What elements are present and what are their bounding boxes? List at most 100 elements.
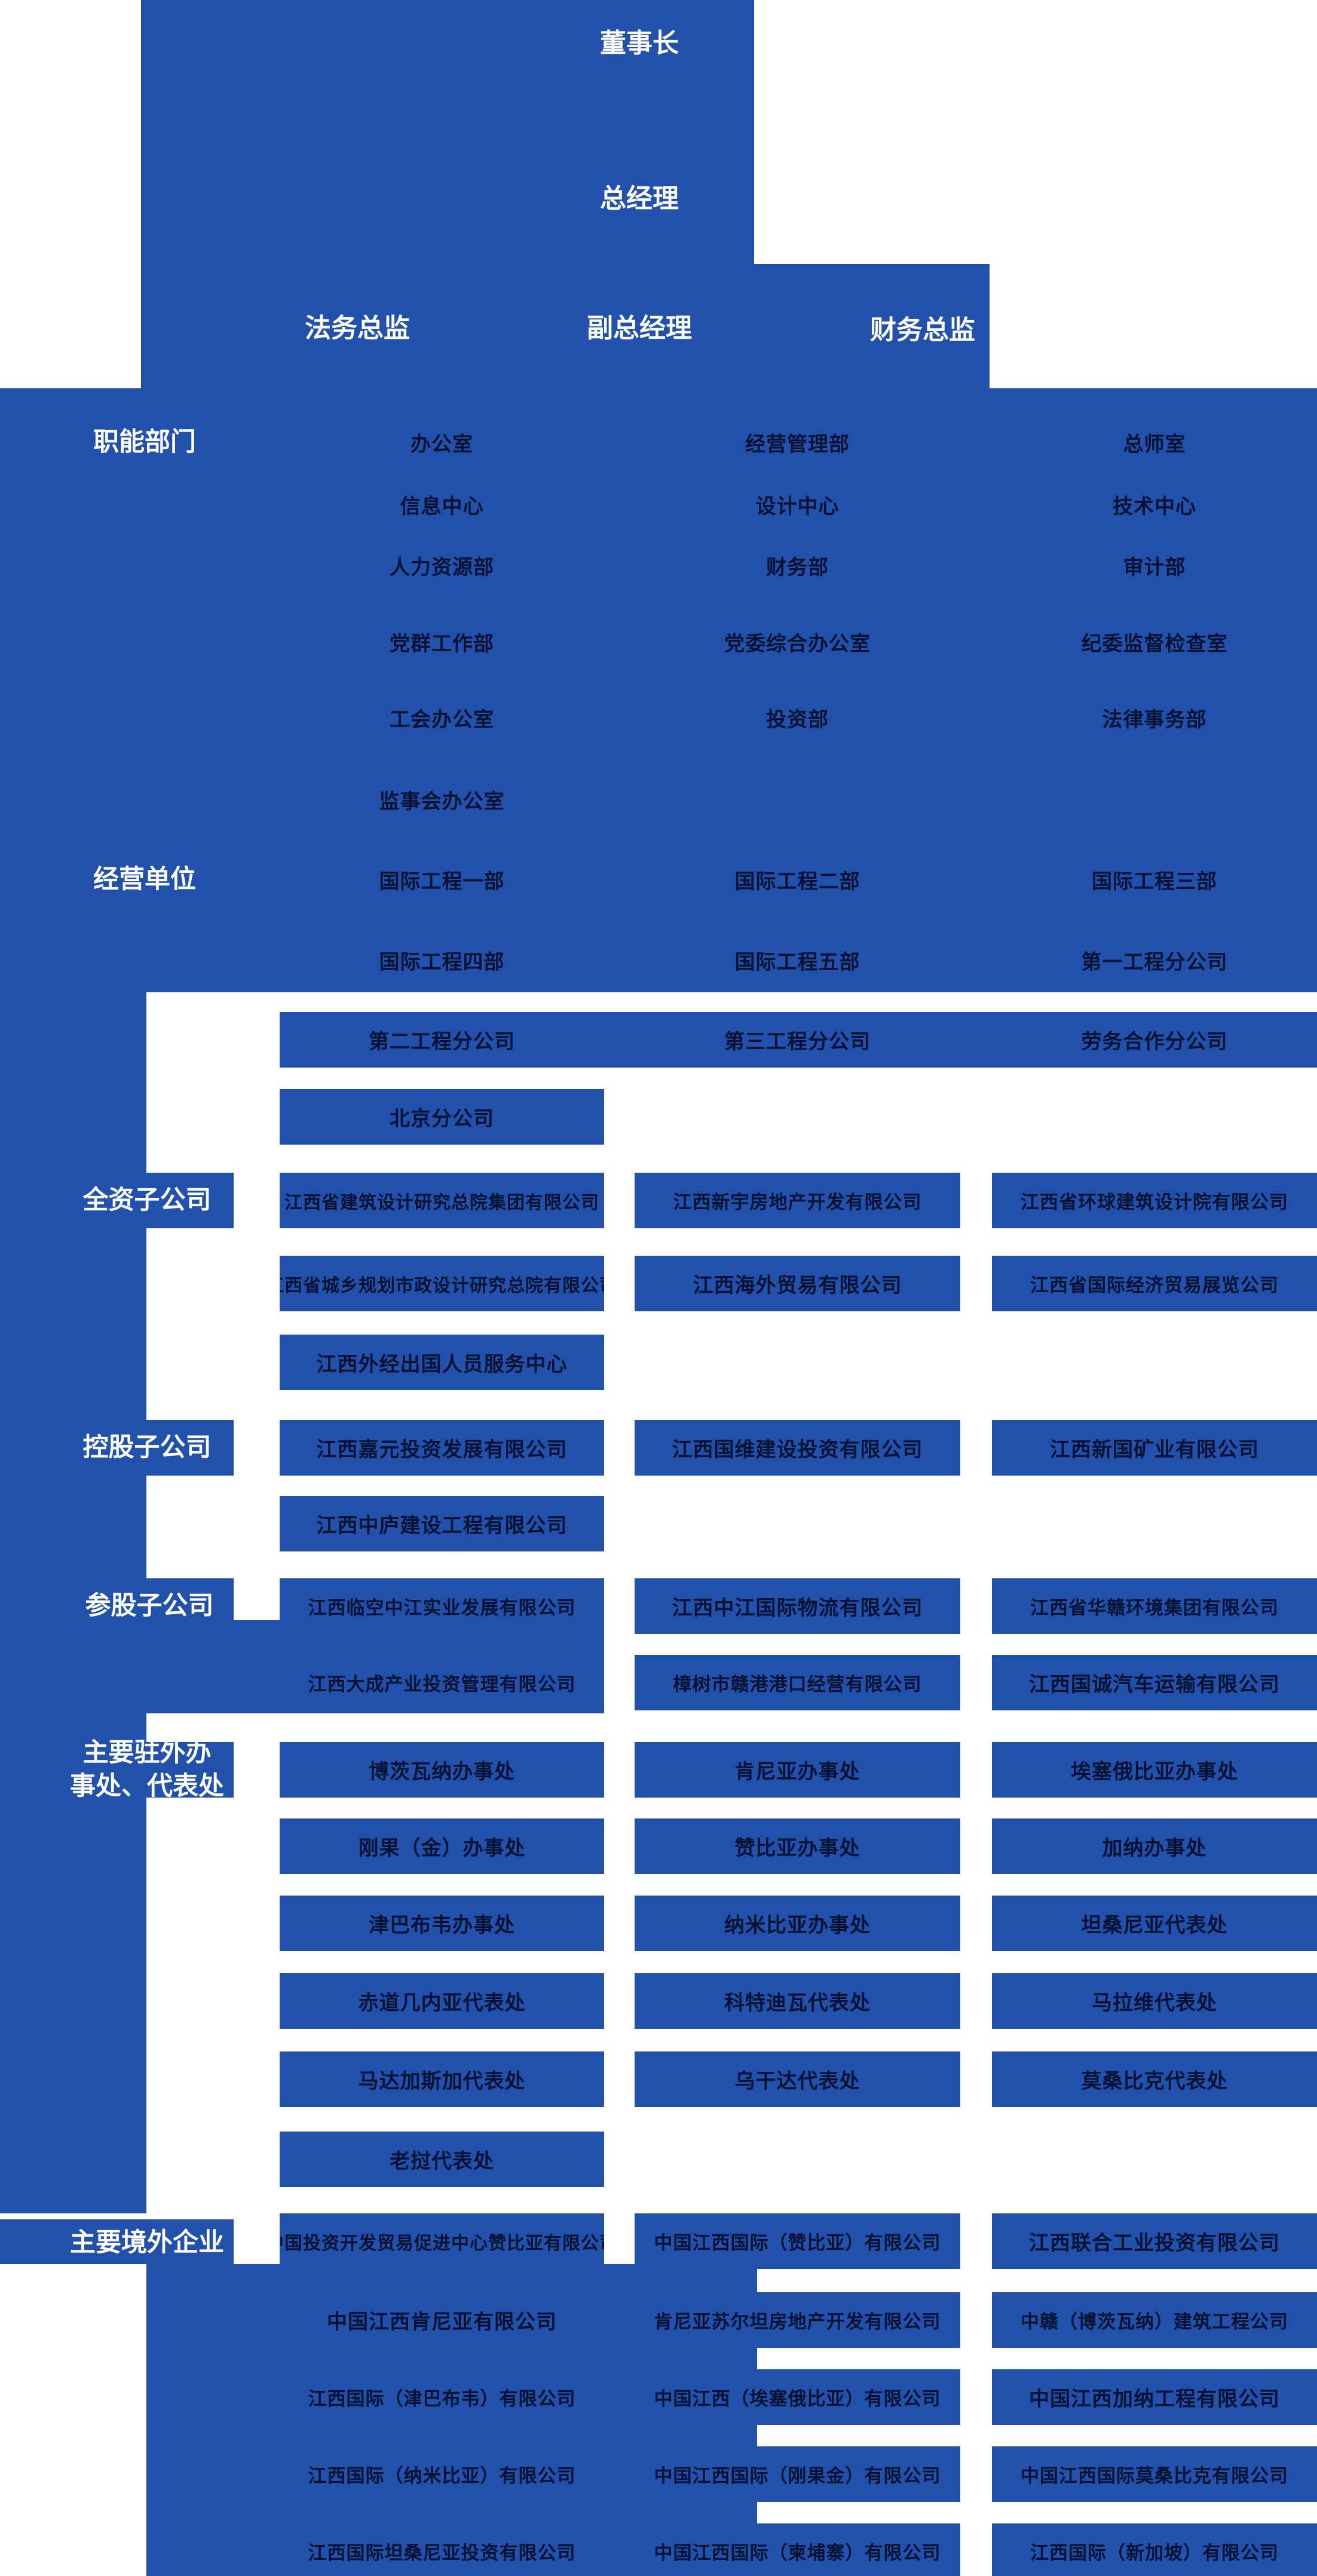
- org-box-label: 江西国际坦桑尼亚投资有限公司: [308, 2543, 576, 2563]
- org-box-label: 中国江西国际（柬埔寨）有限公司: [654, 2543, 941, 2563]
- org-box-business-r3c2: 第三工程分公司: [635, 1012, 960, 1068]
- org-box-label: 法律事务部: [1102, 709, 1207, 731]
- org-box-label: 党委综合办公室: [724, 633, 871, 655]
- org-box-functional-r3c3: 审计部: [992, 538, 1317, 593]
- org-box-overseas-enterprises-r5c1: 江西国际坦桑尼亚投资有限公司: [280, 2523, 604, 2576]
- org-box-minority-stake-r1c3: 江西省华赣环境集团有限公司: [992, 1578, 1317, 1634]
- org-box-overseas-offices-r6c1: 老挝代表处: [280, 2132, 604, 2187]
- org-box-label: 江西中江国际物流有限公司: [672, 1597, 923, 1620]
- org-box-functional-r2c1: 信息中心: [280, 477, 604, 532]
- org-box-label: 总师室: [1123, 433, 1186, 456]
- org-box-label: 设计中心: [755, 495, 840, 518]
- org-box-label: 江西省建筑设计研究总院集团有限公司: [284, 1192, 599, 1213]
- background-panel-6: [146, 1420, 234, 1476]
- org-box-label: 肯尼亚苏尔坦房地产开发有限公司: [654, 2311, 941, 2332]
- section-label-holding: 控股子公司: [82, 1433, 212, 1462]
- org-box-overseas-offices-r5c2: 乌干达代表处: [635, 2051, 960, 2107]
- org-box-business-r1c2: 国际工程二部: [635, 852, 960, 907]
- section-label-line: 事处、代表处: [70, 1772, 224, 1801]
- org-box-holding-r1c1: 江西嘉元投资发展有限公司: [280, 1420, 604, 1476]
- org-box-label: 财务部: [766, 556, 829, 579]
- org-box-label: 江西嘉元投资发展有限公司: [316, 1439, 568, 1461]
- org-box-overseas-offices-r1c2: 肯尼亚办事处: [635, 1742, 960, 1798]
- org-box-label: 马拉维代表处: [1092, 1992, 1217, 2014]
- org-box-overseas-enterprises-r2c1: 中国江西肯尼亚有限公司: [280, 2292, 604, 2348]
- org-box-functional-r4c2: 党委综合办公室: [635, 614, 960, 670]
- org-box-overseas-offices-r4c2: 科特迪瓦代表处: [635, 1973, 960, 2029]
- org-box-overseas-enterprises-r5c3: 江西国际（新加坡）有限公司: [992, 2523, 1317, 2576]
- org-box-label: 技术中心: [1113, 495, 1196, 518]
- org-box-functional-r5c2: 投资部: [635, 690, 960, 746]
- org-box-overseas-offices-r1c3: 埃塞俄比亚办事处: [992, 1742, 1317, 1798]
- section-label-line: 主要驻外办: [82, 1738, 212, 1767]
- org-box-label: 纪委监督检查室: [1081, 633, 1228, 655]
- org-box-label: 江西联合工业投资有限公司: [1029, 2232, 1280, 2255]
- org-box-label: 中国江西加纳工程有限公司: [1029, 2388, 1280, 2411]
- section-label-wholly-owned: 全资子公司: [82, 1186, 212, 1215]
- org-box-label: 党群工作部: [390, 633, 494, 655]
- org-box-label: 中国江西国际（赞比亚）有限公司: [654, 2232, 941, 2253]
- org-box-overseas-offices-r2c2: 赞比亚办事处: [635, 1818, 960, 1874]
- org-box-business-r2c3: 第一工程分公司: [992, 933, 1317, 988]
- org-box-label: 坦桑尼亚代表处: [1081, 1914, 1228, 1937]
- background-panel-9: [0, 2219, 234, 2264]
- org-box-business-r2c2: 国际工程五部: [635, 933, 960, 988]
- org-box-label: 中国江西国际莫桑比克有限公司: [1021, 2465, 1288, 2486]
- org-box-label: 中国江西国际（刚果金）有限公司: [654, 2465, 941, 2486]
- section-label-business: 经营单位: [93, 865, 196, 894]
- org-box-minority-stake-r1c2: 江西中江国际物流有限公司: [635, 1578, 960, 1634]
- org-box-label: 刚果（金）办事处: [358, 1837, 526, 1860]
- org-box-functional-r5c3: 法律事务部: [992, 690, 1317, 746]
- org-box-functional-r3c1: 人力资源部: [280, 538, 604, 593]
- org-box-overseas-enterprises-r3c3: 中国江西加纳工程有限公司: [992, 2369, 1317, 2425]
- org-box-label: 江西国诚汽车运输有限公司: [1029, 1673, 1280, 1696]
- org-box-wholly-owned-r2c3: 江西省国际经济贸易展览公司: [992, 1256, 1317, 1311]
- org-box-label: 江西省国际经济贸易展览公司: [1030, 1275, 1279, 1296]
- org-box-functional-r6c1: 监事会办公室: [280, 772, 604, 827]
- section-label-functional: 职能部门: [93, 428, 196, 456]
- section-label-overseas-enterprises: 主要境外企业: [70, 2228, 224, 2257]
- org-box-label: 国际工程二部: [734, 870, 860, 893]
- org-box-label: 中赣（博茨瓦纳）建筑工程公司: [1021, 2311, 1288, 2332]
- org-box-holding-r1c3: 江西新国矿业有限公司: [992, 1420, 1317, 1476]
- org-box-functional-r1c1: 办公室: [280, 415, 604, 470]
- org-box-overseas-offices-r5c1: 马达加斯加代表处: [280, 2051, 604, 2107]
- background-panel-10: [146, 2264, 234, 2576]
- org-box-label: 江西省华赣环境集团有限公司: [1030, 1597, 1279, 1618]
- org-box-wholly-owned-r2c1: 江西省城乡规划市政设计研究总院有限公司: [280, 1256, 604, 1311]
- org-box-label: 江西中庐建设工程有限公司: [316, 1514, 568, 1537]
- org-box-label: 监事会办公室: [379, 790, 505, 813]
- org-box-business-r3c1: 第二工程分公司: [280, 1012, 604, 1068]
- org-box-label: 赞比亚办事处: [734, 1837, 860, 1860]
- org-box-functional-r4c3: 纪委监督检查室: [992, 614, 1317, 670]
- org-box-label: 国际工程一部: [379, 870, 505, 893]
- org-box-business-r1c3: 国际工程三部: [992, 852, 1317, 907]
- org-box-label: 人力资源部: [390, 556, 494, 579]
- org-box-label: 老挝代表处: [390, 2150, 494, 2173]
- org-box-label: 劳务合作分公司: [1081, 1031, 1228, 1053]
- org-box-label: 乌干达代表处: [734, 2070, 860, 2093]
- org-box-wholly-owned-r1c1: 江西省建筑设计研究总院集团有限公司: [280, 1173, 604, 1228]
- org-box-label: 经营管理部: [745, 433, 850, 456]
- org-box-label: 江西国际（纳米比亚）有限公司: [308, 2465, 576, 2486]
- org-box-overseas-offices-r3c3: 坦桑尼亚代表处: [992, 1896, 1317, 1951]
- finance-director-label: 财务总监: [870, 315, 975, 345]
- org-box-overseas-offices-r1c1: 博茨瓦纳办事处: [280, 1742, 604, 1798]
- org-box-label: 江西新国矿业有限公司: [1050, 1439, 1259, 1461]
- org-box-overseas-enterprises-r3c1: 江西国际（津巴布韦）有限公司: [280, 2369, 604, 2425]
- org-box-label: 中国江西（埃塞俄比亚）有限公司: [654, 2388, 941, 2409]
- org-box-functional-r3c2: 财务部: [635, 538, 960, 593]
- org-box-minority-stake-r2c2: 樟树市赣港港口经营有限公司: [635, 1655, 960, 1710]
- org-box-label: 国际工程五部: [734, 951, 860, 974]
- org-box-overseas-enterprises-r1c2: 中国江西国际（赞比亚）有限公司: [635, 2213, 960, 2269]
- org-box-label: 江西新宇房地产开发有限公司: [673, 1192, 922, 1213]
- org-box-minority-stake-r1c1: 江西临空中江实业发展有限公司: [280, 1578, 604, 1634]
- org-box-minority-stake-r2c1: 江西大成产业投资管理有限公司: [280, 1655, 604, 1710]
- org-box-label: 博茨瓦纳办事处: [369, 1761, 515, 1783]
- background-panel-4: [0, 992, 146, 2213]
- org-box-overseas-enterprises-r4c3: 中国江西国际莫桑比克有限公司: [992, 2446, 1317, 2502]
- background-panel-8: [146, 1742, 234, 1798]
- org-box-functional-r4c1: 党群工作部: [280, 614, 604, 670]
- org-box-label: 第三工程分公司: [724, 1031, 871, 1053]
- deputy-general-manager-label: 副总经理: [587, 314, 692, 343]
